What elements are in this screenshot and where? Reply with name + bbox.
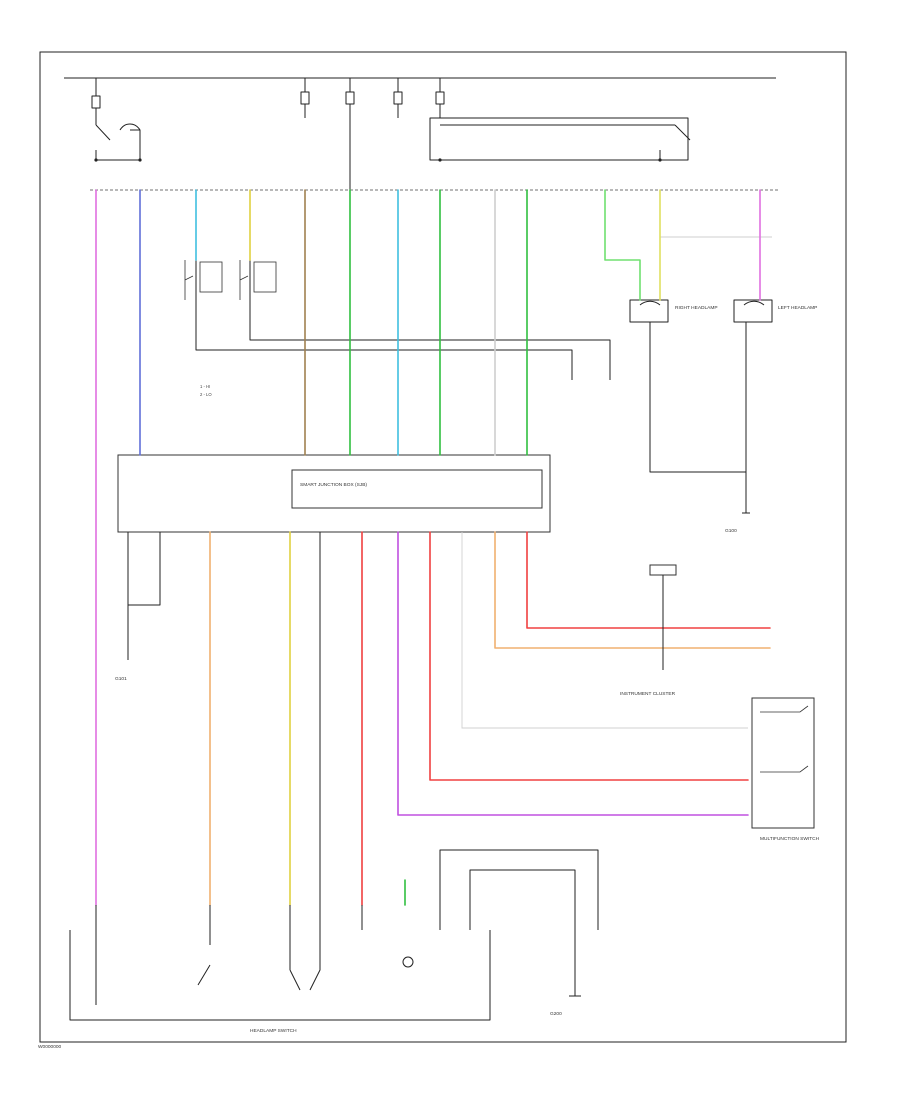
left-headlamp: LEFT HEADLAMP xyxy=(733,299,817,323)
lower-wires xyxy=(209,531,771,906)
fuse-group xyxy=(91,78,445,190)
relay-left xyxy=(94,123,142,162)
upper-switch-symbols xyxy=(184,260,277,300)
smart-junction-box: SMART JUNCTION BOX (SJB) xyxy=(117,454,551,533)
diagram-frame xyxy=(39,51,847,1043)
instrument-cluster-label: INSTRUMENT CLUSTER xyxy=(620,691,676,697)
legend-hi: 1 - HI xyxy=(200,384,210,389)
ground-bottom-label: G200 xyxy=(550,1011,562,1017)
instrument-cluster: INSTRUMENT CLUSTER xyxy=(620,564,677,697)
right-headlamp-label: RIGHT HEADLAMP xyxy=(675,305,718,311)
upper-wires xyxy=(95,189,761,906)
ground-right-label: G100 xyxy=(725,528,737,534)
diagram-code: W0000000 xyxy=(38,1044,62,1050)
sjb-label: SMART JUNCTION BOX (SJB) xyxy=(300,482,367,488)
multifunction-switch-label: MULTIFUNCTION SWITCH xyxy=(760,836,820,842)
left-headlamp-label: LEFT HEADLAMP xyxy=(778,305,817,311)
legend-lo: 2 - LO xyxy=(200,392,212,397)
headlamp-switch: HEADLAMP SWITCH G200 xyxy=(69,849,599,1034)
headlamp-ground-wiring xyxy=(649,322,750,514)
multifunction-switch: MULTIFUNCTION SWITCH xyxy=(751,697,820,842)
relay-right xyxy=(429,117,691,162)
headlamp-switch-label: HEADLAMP SWITCH xyxy=(250,1028,297,1034)
right-headlamp: RIGHT HEADLAMP xyxy=(629,299,718,323)
ground-wiring-left xyxy=(127,532,161,660)
ground-left-label: G101 xyxy=(115,676,127,682)
aux-wire-gray xyxy=(195,190,611,380)
